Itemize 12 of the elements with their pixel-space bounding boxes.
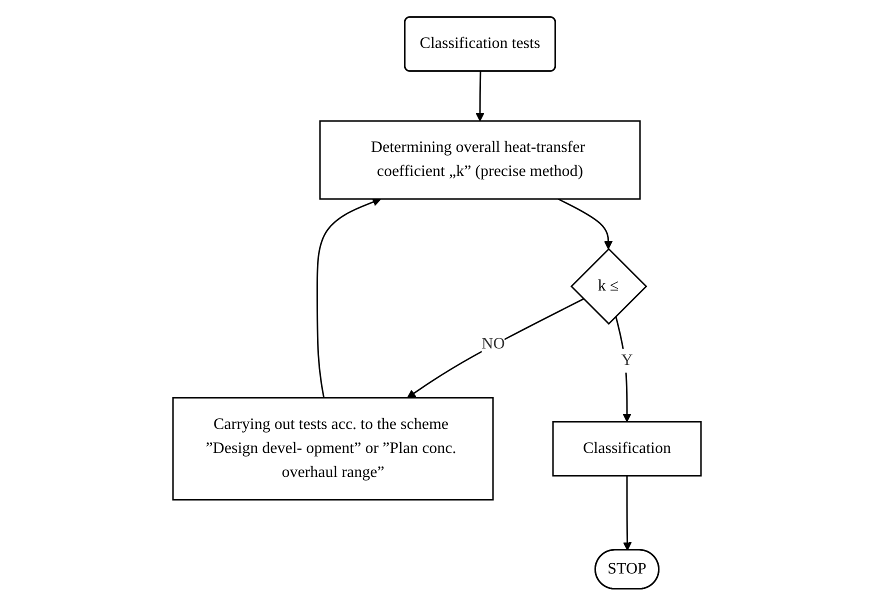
edge-label: Y <box>620 351 632 368</box>
arrow <box>406 298 584 398</box>
arrow <box>557 198 612 249</box>
node-box: Classification <box>552 420 702 476</box>
arrow <box>614 316 631 422</box>
edge-label: NO <box>481 335 504 352</box>
arrow <box>475 71 484 121</box>
node-box: Carrying out tests acc. to the scheme ”Design devel- opment” or ”Plan conc. overhaul range” <box>172 396 494 500</box>
arrow <box>622 475 632 550</box>
arrow <box>316 197 381 398</box>
node-box: Determining overall heat-transfer coefficient „k” (precise method) <box>318 120 640 200</box>
node-diamond: k ≤ <box>570 248 647 324</box>
